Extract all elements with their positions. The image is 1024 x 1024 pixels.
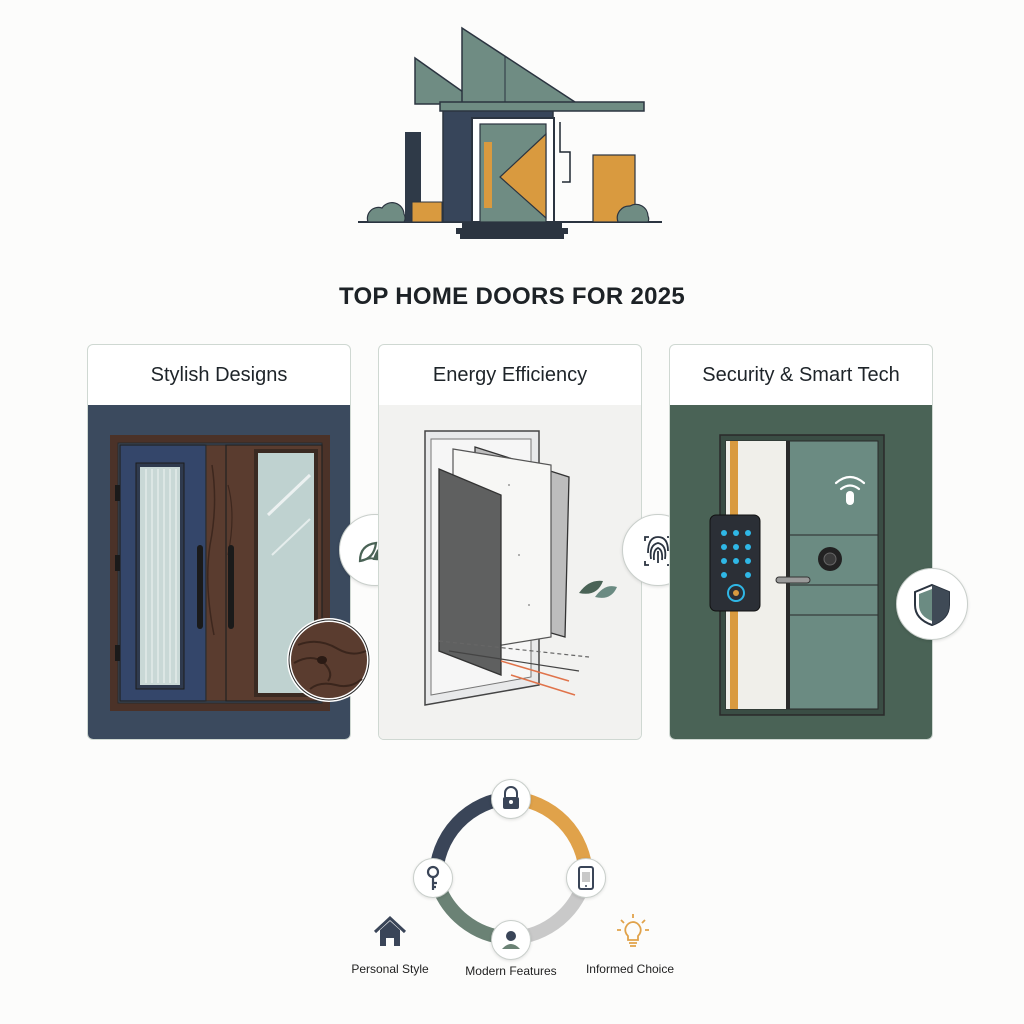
lightbulb-icon xyxy=(617,914,649,947)
shield-icon xyxy=(896,568,968,640)
hero-house-illustration xyxy=(358,26,662,239)
footer-label-informed-choice: Informed Choice xyxy=(585,962,675,976)
card-security-smart-tech: Security & Smart Tech xyxy=(669,344,933,740)
card-illustration-smart-door xyxy=(670,405,932,739)
house-icon xyxy=(373,915,407,946)
card-title: Security & Smart Tech xyxy=(670,345,932,406)
card-energy-efficiency: Energy Efficiency xyxy=(378,344,642,740)
card-illustration-double-door xyxy=(88,405,350,739)
wood-grain-detail-icon xyxy=(287,618,371,702)
card-title: Stylish Designs xyxy=(88,345,350,406)
page-title: TOP HOME DOORS FOR 2025 xyxy=(338,283,686,310)
card-title: Energy Efficiency xyxy=(379,345,641,406)
lock-icon xyxy=(491,779,531,819)
card-illustration-insulated-door xyxy=(379,405,641,739)
smartphone-icon xyxy=(566,858,606,898)
footer-label-modern-features: Modern Features xyxy=(465,964,557,978)
footer-label-personal-style: Personal Style xyxy=(351,962,429,976)
key-icon xyxy=(413,858,453,898)
person-icon xyxy=(491,920,531,960)
card-stylish-designs: Stylish Designs xyxy=(87,344,351,740)
